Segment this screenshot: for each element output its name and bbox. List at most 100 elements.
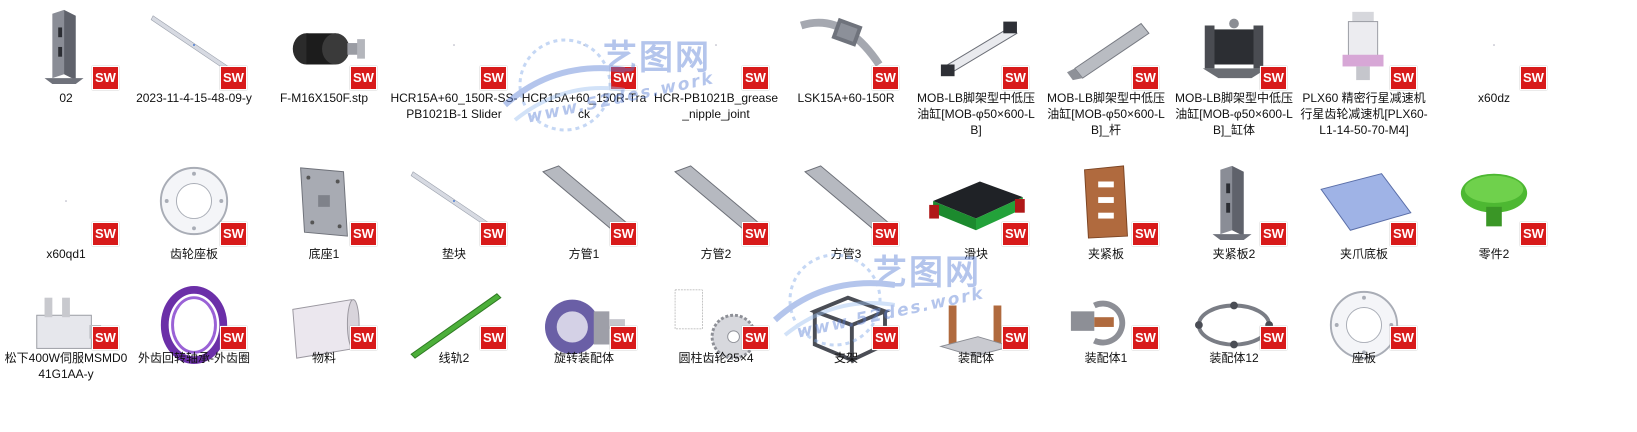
solidworks-badge-icon: SW — [350, 66, 377, 90]
solidworks-badge-icon: SW — [610, 222, 637, 246]
cylinder-body-part-icon — [1182, 6, 1286, 84]
file-name-label: LSK15A+60-150R — [797, 91, 895, 105]
solidworks-badge-icon: SW — [1002, 326, 1029, 350]
flat-plate-part-icon — [1312, 162, 1416, 240]
solidworks-badge-icon: SW — [350, 326, 377, 350]
blank-part-icon — [664, 6, 768, 84]
solidworks-badge-icon: SW — [1520, 222, 1547, 246]
bracket-part-icon — [14, 6, 118, 84]
solidworks-badge-icon: SW — [480, 222, 507, 246]
file-item[interactable]: SW 底座1 — [258, 156, 390, 306]
file-name-label: 装配体12 — [1209, 351, 1259, 365]
solidworks-badge-icon: SW — [742, 66, 769, 90]
solidworks-badge-icon: SW — [350, 222, 377, 246]
green-knob-part-icon — [1442, 162, 1546, 240]
file-name-label: HCR15A+60_150R-SS-PB1021B-1 Slider — [390, 91, 518, 121]
solidworks-badge-icon: SW — [610, 326, 637, 350]
solidworks-badge-icon: SW — [872, 222, 899, 246]
solidworks-badge-icon: SW — [1132, 66, 1159, 90]
file-item[interactable]: SW 支架 — [780, 282, 912, 432]
file-name-label: 方管2 — [700, 247, 732, 261]
solidworks-badge-icon: SW — [872, 326, 899, 350]
file-name-label: PLX60 精密行星减速机 行星齿轮减速机[PLX60-L1-14-50-70-… — [1300, 91, 1428, 137]
file-name-label: 零件2 — [1478, 247, 1510, 261]
file-name-label: MOB-LB脚架型中低压油缸[MOB-φ50×600-LB]_杆 — [1046, 91, 1165, 137]
base-plate-part-icon — [272, 162, 376, 240]
solidworks-badge-icon: SW — [1260, 326, 1287, 350]
hydraulic-cylinder-part-icon — [924, 6, 1028, 84]
ring-plate-part-icon — [1312, 286, 1416, 364]
solidworks-badge-icon: SW — [92, 66, 119, 90]
file-name-label: 圆柱齿轮25×4 — [678, 351, 754, 365]
rotary-assembly-part-icon — [532, 286, 636, 364]
file-name-label: 装配体1 — [1084, 351, 1128, 365]
file-item[interactable]: SW 物料 — [258, 282, 390, 432]
solidworks-badge-icon: SW — [1002, 66, 1029, 90]
file-item[interactable]: SW 方管3 — [780, 156, 912, 306]
solidworks-badge-icon: SW — [742, 222, 769, 246]
solidworks-badge-icon: SW — [1260, 66, 1287, 90]
file-name-label: 外齿回转轴承-外齿圈 — [138, 351, 250, 365]
solidworks-badge-icon: SW — [872, 66, 899, 90]
file-name-label: HCR-PB1021B_grease_nipple_joint — [653, 91, 779, 121]
slider-block-part-icon — [924, 162, 1028, 240]
solidworks-badge-icon: SW — [1132, 326, 1159, 350]
file-item[interactable]: SW 夹紧板2 — [1168, 156, 1300, 306]
file-name-label: 方管3 — [830, 247, 862, 261]
solidworks-badge-icon: SW — [220, 222, 247, 246]
solidworks-badge-icon: SW — [480, 66, 507, 90]
file-name-label: MOB-LB脚架型中低压油缸[MOB-φ50×600-LB]_缸体 — [1174, 91, 1293, 137]
file-name-label: 物料 — [311, 351, 336, 365]
file-item[interactable]: SW 垫块 — [388, 156, 520, 306]
file-name-label: MOB-LB脚架型中低压油缸[MOB-φ50×600-LB] — [916, 91, 1035, 137]
solidworks-badge-icon: SW — [1132, 222, 1159, 246]
file-name-label: 滑块 — [963, 247, 988, 261]
ring-plate-part-icon — [142, 162, 246, 240]
green-rail-part-icon — [402, 286, 506, 364]
file-name-label: 垫块 — [441, 247, 466, 261]
file-name-label: 底座1 — [308, 247, 340, 261]
file-name-label: 夹紧板2 — [1212, 247, 1256, 261]
file-name-label: 02 — [59, 91, 73, 105]
file-item[interactable]: SW 装配体1 — [1040, 282, 1172, 432]
file-item[interactable]: SW 零件2 — [1428, 156, 1560, 306]
file-name-label: 支架 — [833, 351, 858, 365]
file-name-label: 旋转装配体 — [553, 351, 614, 365]
file-item[interactable]: SW 02 — [0, 0, 132, 150]
file-name-label: 线轨2 — [438, 351, 470, 365]
solidworks-badge-icon: SW — [1260, 222, 1287, 246]
solidworks-badge-icon: SW — [220, 66, 247, 90]
solidworks-badge-icon: SW — [610, 66, 637, 90]
solidworks-badge-icon: SW — [92, 326, 119, 350]
file-name-label: F-M16X150F.stp — [279, 91, 369, 105]
blank-part-icon — [532, 6, 636, 84]
blank-part-icon — [1442, 6, 1546, 84]
file-item[interactable]: SW 方管2 — [650, 156, 782, 306]
